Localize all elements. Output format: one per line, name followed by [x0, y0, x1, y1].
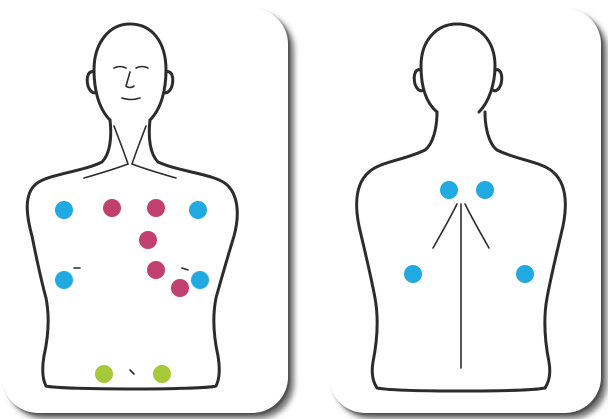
- mid-back-left-electrode: [404, 265, 422, 283]
- front-neck-line-right: [132, 126, 146, 164]
- front-mouth: [122, 98, 140, 100]
- front-neck-line-left: [114, 126, 128, 164]
- front-nose: [126, 72, 134, 88]
- upper-back-left-electrode: [440, 181, 458, 199]
- back-view-panel: [329, 8, 601, 413]
- precordial-electrode-5: [171, 279, 189, 297]
- front-torso-outline: [27, 120, 237, 389]
- front-right-eye: [136, 67, 148, 69]
- left-flank-electrode: [191, 271, 209, 289]
- precordial-electrode-2: [147, 199, 165, 217]
- torso-front-icon: [2, 8, 288, 413]
- front-right-nipple-mark: [182, 268, 188, 270]
- precordial-electrode-4: [147, 261, 165, 279]
- front-left-eye: [114, 67, 126, 69]
- back-left-scapula-line: [433, 204, 457, 248]
- right-shoulder-electrode: [55, 201, 73, 219]
- precordial-electrode-1: [103, 199, 121, 217]
- back-right-scapula-line: [465, 204, 489, 248]
- back-head-outline: [421, 24, 495, 112]
- lower-right-electrode: [95, 365, 113, 383]
- mid-back-right-electrode: [516, 265, 534, 283]
- front-view-panel: [2, 8, 288, 413]
- lower-left-electrode: [153, 365, 171, 383]
- left-shoulder-electrode: [189, 201, 207, 219]
- front-navel-mark: [130, 370, 134, 374]
- precordial-electrode-3: [139, 231, 157, 249]
- upper-back-right-electrode: [476, 181, 494, 199]
- right-flank-electrode: [55, 271, 73, 289]
- torso-back-icon: [329, 8, 601, 413]
